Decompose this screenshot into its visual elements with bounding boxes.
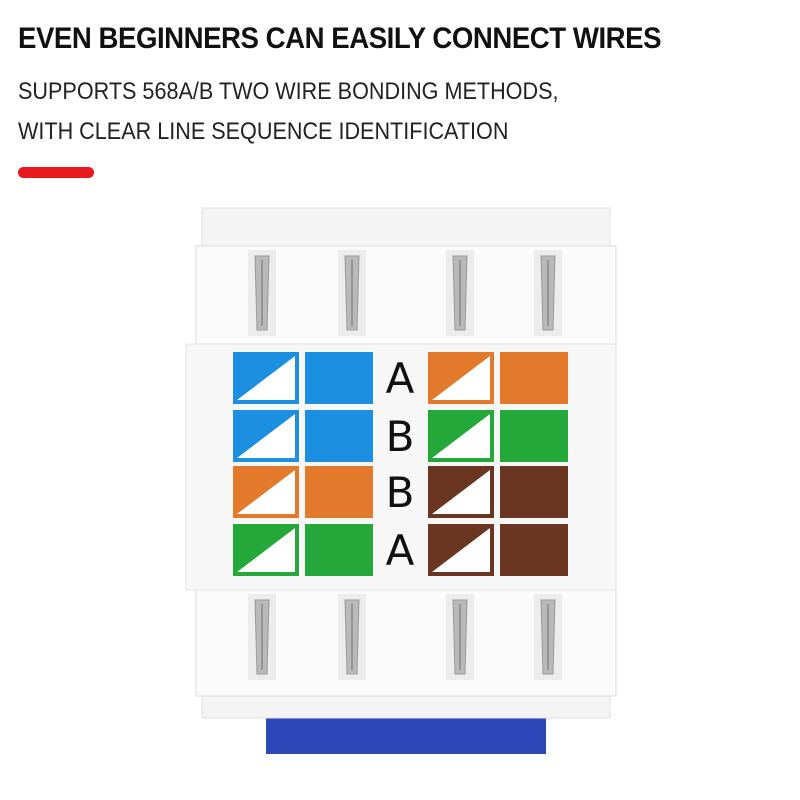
scheme-letter-0: A — [385, 354, 415, 403]
top-idc-slots — [248, 250, 562, 336]
bottom-idc-slots — [248, 594, 562, 680]
keystone-base — [266, 714, 546, 754]
right-solid-swatch-2 — [500, 466, 568, 518]
right-stripe-white-1 — [432, 414, 490, 458]
right-solid-swatch-3 — [500, 524, 568, 576]
left-stripe-white-1 — [237, 414, 295, 458]
headline: EVEN BEGINNERS CAN EASILY CONNECT WIRES — [18, 22, 662, 55]
subline-2: WITH CLEAR LINE SEQUENCE IDENTIFICATION — [18, 118, 509, 145]
right-solid-swatch-0 — [500, 352, 568, 404]
right-stripe-white-3 — [432, 528, 490, 572]
subline-1: SUPPORTS 568A/B TWO WIRE BONDING METHODS… — [18, 78, 559, 105]
left-solid-swatch-2 — [305, 466, 373, 518]
scheme-letter-3: A — [385, 526, 415, 575]
right-stripe-white-2 — [432, 470, 490, 514]
left-stripe-white-2 — [237, 470, 295, 514]
left-solid-swatch-3 — [305, 524, 373, 576]
color-swatches — [233, 352, 568, 576]
right-stripe-white-0 — [432, 356, 490, 400]
left-stripe-white-0 — [237, 356, 295, 400]
accent-bar — [18, 167, 94, 178]
left-solid-swatch-1 — [305, 410, 373, 462]
right-solid-swatch-1 — [500, 410, 568, 462]
scheme-letter-1: B — [385, 412, 415, 461]
left-solid-swatch-0 — [305, 352, 373, 404]
left-stripe-white-3 — [237, 528, 295, 572]
scheme-letter-2: B — [385, 468, 415, 517]
